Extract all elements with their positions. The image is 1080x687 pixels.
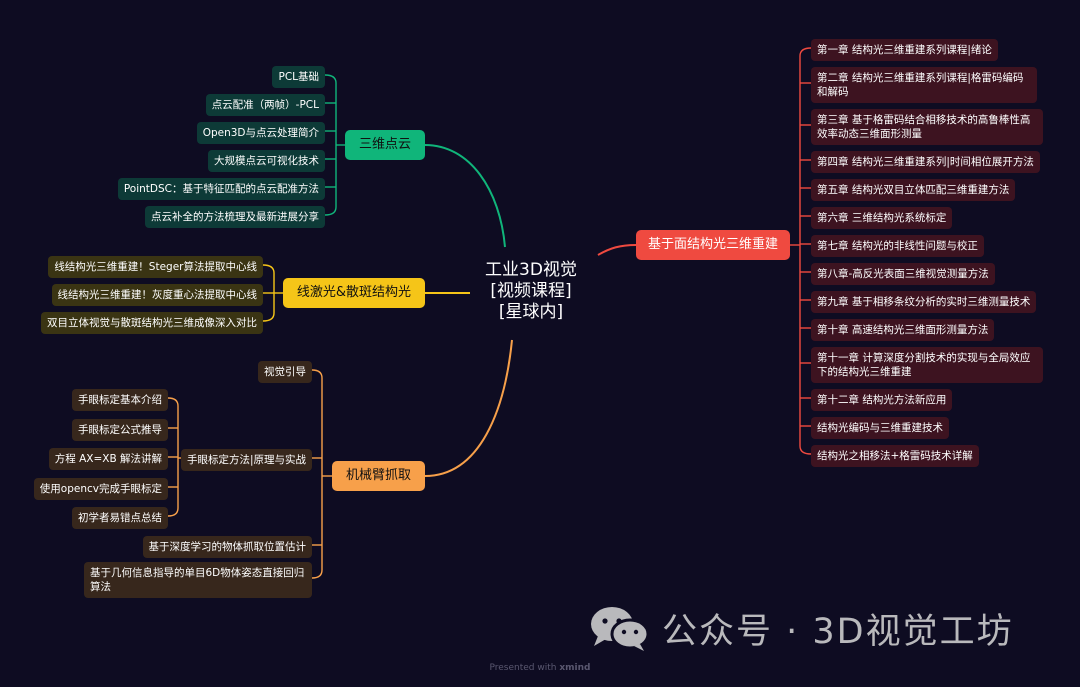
structured-item[interactable]: 第五章 结构光双目立体匹配三维重建方法 bbox=[811, 179, 1016, 201]
cloud-item[interactable]: Open3D与点云处理简介 bbox=[196, 122, 325, 144]
cloud-item[interactable]: PointDSC：基于特征匹配的点云配准方法 bbox=[117, 178, 325, 200]
central-topic-line3: [星球内] bbox=[498, 302, 564, 322]
structured-item[interactable]: 结构光之相移法+格雷码技术详解 bbox=[811, 445, 979, 467]
handeye-item[interactable]: 手眼标定公式推导 bbox=[72, 419, 168, 441]
structured-item[interactable]: 第七章 结构光的非线性问题与校正 bbox=[811, 235, 984, 257]
central-topic-line1: 工业3D视觉 bbox=[485, 260, 577, 280]
watermark-text: 公众号 · 3D视觉工坊 bbox=[662, 611, 1014, 652]
handeye-item[interactable]: 使用opencv完成手眼标定 bbox=[33, 478, 168, 500]
central-topic-line2: [视频课程] bbox=[490, 281, 572, 301]
watermark: 公众号 · 3D视觉工坊 bbox=[588, 603, 1014, 653]
arm-item[interactable]: 基于几何信息指导的单目6D物体姿态直接回归算法 bbox=[84, 562, 312, 598]
handeye-item[interactable]: 方程 AX=XB 解法讲解 bbox=[48, 448, 168, 470]
arm-item[interactable]: 基于深度学习的物体抓取位置估计 bbox=[142, 536, 312, 558]
branch-line-laser[interactable]: 线激光&散斑结构光 bbox=[283, 278, 425, 308]
structured-item[interactable]: 第十章 高速结构光三维面形测量方法 bbox=[811, 319, 995, 341]
laser-item[interactable]: 线结构光三维重建！Steger算法提取中心线 bbox=[48, 256, 263, 278]
structured-item[interactable]: 第九章 基于相移条纹分析的实时三维测量技术 bbox=[811, 291, 1037, 313]
structured-item[interactable]: 第六章 三维结构光系统标定 bbox=[811, 207, 953, 229]
branch-point-cloud[interactable]: 三维点云 bbox=[345, 130, 425, 160]
footer: Presented with xmind bbox=[0, 663, 1080, 673]
arm-item[interactable]: 视觉引导 bbox=[258, 361, 312, 383]
cloud-item[interactable]: PCL基础 bbox=[272, 66, 325, 88]
handeye-item[interactable]: 手眼标定基本介绍 bbox=[72, 389, 168, 411]
structured-item[interactable]: 第八章-高反光表面三维视觉测量方法 bbox=[811, 263, 995, 285]
structured-item[interactable]: 第二章 结构光三维重建系列课程|格雷码编码和解码 bbox=[811, 67, 1037, 103]
structured-item[interactable]: 第四章 结构光三维重建系列|时间相位展开方法 bbox=[811, 151, 1040, 173]
xmind-logo: xmind bbox=[559, 663, 591, 673]
handeye-item[interactable]: 初学者易错点总结 bbox=[72, 507, 168, 529]
laser-item[interactable]: 线结构光三维重建！灰度重心法提取中心线 bbox=[51, 284, 263, 306]
branch-structured-light[interactable]: 基于面结构光三维重建 bbox=[636, 230, 790, 260]
wechat-icon bbox=[591, 607, 650, 651]
branch-robot-arm[interactable]: 机械臂抓取 bbox=[332, 461, 425, 491]
footer-prefix: Presented with bbox=[489, 663, 557, 673]
structured-item[interactable]: 第十一章 计算深度分割技术的实现与全局效应下的结构光三维重建 bbox=[811, 347, 1043, 383]
cloud-item[interactable]: 大规模点云可视化技术 bbox=[208, 150, 325, 172]
structured-item[interactable]: 第三章 基于格雷码结合相移技术的高鲁棒性高效率动态三维面形测量 bbox=[811, 109, 1043, 145]
structured-item[interactable]: 结构光编码与三维重建技术 bbox=[811, 417, 949, 439]
arm-item[interactable]: 手眼标定方法|原理与实战 bbox=[180, 449, 312, 471]
laser-item[interactable]: 双目立体视觉与散斑结构光三维成像深入对比 bbox=[41, 312, 263, 334]
cloud-item[interactable]: 点云补全的方法梳理及最新进展分享 bbox=[145, 206, 325, 228]
structured-item[interactable]: 第十二章 结构光方法新应用 bbox=[811, 389, 953, 411]
central-topic[interactable]: 工业3D视觉 [视频课程] [星球内] bbox=[472, 260, 590, 323]
cloud-item[interactable]: 点云配准（两帧）-PCL bbox=[205, 94, 325, 116]
structured-item[interactable]: 第一章 结构光三维重建系列课程|绪论 bbox=[811, 39, 998, 61]
